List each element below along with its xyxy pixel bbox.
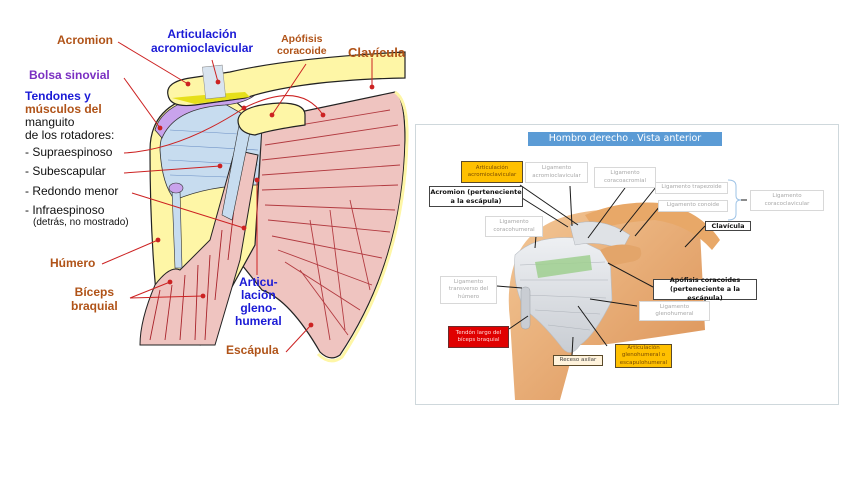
left-shoulder-illustration — [101, 41, 409, 363]
box-acromion: Acromion (perteneciente a la escápula) — [429, 186, 523, 207]
label-coracoid-line1: Apófisis — [281, 33, 323, 45]
box-transverse-ligament: Ligamento transverso del húmero — [440, 276, 497, 304]
label-gh-joint-line3: gleno- — [240, 300, 277, 315]
pointer-lines — [101, 41, 373, 353]
rotator-title-line3: manguito — [25, 114, 75, 129]
label-bursa: Bolsa sinovial — [29, 68, 110, 82]
label-clavicle: Clavícula — [348, 45, 406, 60]
label-subscapularis: - Subescapular — [25, 164, 106, 178]
label-infraspinatus-note: (detrás, no mostrado) — [33, 217, 129, 228]
label-gh-joint-line1: Articu- — [239, 275, 278, 289]
left-shoulder-diagram: Acromion Articulación acromioclavicular … — [0, 0, 415, 380]
rotator-title-line1: Tendones y — [25, 89, 91, 103]
box-coracohumeral: Ligamento coracohumeral — [485, 216, 543, 237]
clavicle-bone — [167, 51, 406, 107]
box-coracoid: Apófisis coracoides (perteneciente a la … — [653, 276, 757, 302]
coracoid-process — [237, 102, 306, 136]
label-biceps-line1: Bíceps — [74, 285, 115, 299]
box-biceps-tendon: Tendón largo del bíceps braquial — [448, 326, 509, 348]
box-clavicle: Clavícula — [705, 221, 751, 231]
pointer-dots — [155, 79, 375, 328]
box-conoid: Ligamento conoide — [658, 200, 728, 212]
box-coracoacromial: Ligamento coracoacromial — [594, 167, 656, 188]
label-gh-joint: Articu- lación gleno- humeral — [235, 276, 282, 328]
label-humerus: Húmero — [50, 256, 96, 270]
label-scapula: Escápula — [226, 343, 279, 357]
box-ac-joint: Articulación acromioclavicular — [461, 161, 523, 183]
muscle-fibers — [261, 109, 401, 341]
label-ac-joint: Articulación acromioclavicular — [151, 27, 254, 56]
rotator-title-line4: de los rotadores: — [25, 127, 115, 142]
label-biceps-line2: braquial — [71, 298, 118, 313]
scapula-edge — [316, 90, 409, 363]
label-gh-joint-line2: lación — [241, 287, 276, 302]
ac-joint-capsule — [202, 64, 226, 100]
label-ac-joint-line2: acromioclavicular — [151, 40, 254, 55]
label-infraspinatus: - Infraespinoso — [25, 203, 105, 217]
rotator-title-line2: músculos del — [25, 101, 102, 116]
diagram-title: Hombro derecho . Vista anterior — [528, 132, 722, 146]
rotator-cuff-heading: Tendones y músculos del manguito de los … — [25, 90, 114, 142]
label-ac-joint-line1: Articulación — [167, 27, 237, 41]
label-teres-minor: - Redondo menor — [25, 184, 119, 198]
box-glenohumeral-ligament: Ligamento glenohumeral — [639, 301, 710, 321]
label-coracoid-line2: coracoide — [277, 45, 327, 58]
tendon-cap — [168, 182, 184, 194]
label-acromion: Acromion — [57, 33, 114, 47]
label-supraspinatus: - Supraespinoso — [25, 145, 113, 159]
box-trapezoid: Ligamento trapezoide — [655, 182, 728, 194]
label-gh-joint-line4: humeral — [235, 313, 282, 328]
label-biceps: Bíceps braquial — [71, 285, 118, 314]
box-ac-ligament: Ligamento acromioclavicular — [525, 162, 588, 183]
label-coracoid: Apófisis coracoide — [277, 33, 327, 57]
box-axillary-recess: Receso axilar — [553, 355, 603, 366]
box-gh-joint: Articulación glenohumeral o escapulohume… — [615, 344, 672, 368]
box-coracoclavicular: Ligamento coracoclavicular — [750, 190, 824, 211]
